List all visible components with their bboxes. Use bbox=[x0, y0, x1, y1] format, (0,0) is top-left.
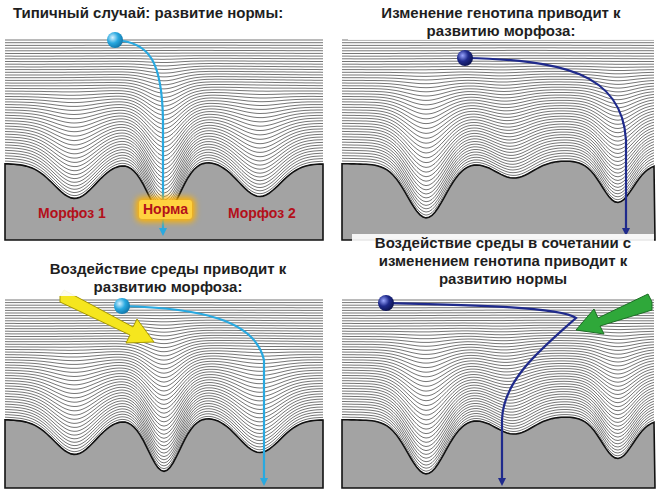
ball-path bbox=[386, 303, 576, 482]
contour-line bbox=[342, 356, 654, 372]
panel-title: Воздействие среды в сочетании с изменени… bbox=[352, 234, 654, 288]
contour-line bbox=[5, 312, 323, 313]
contour-line bbox=[342, 93, 654, 105]
contour-line bbox=[5, 305, 323, 306]
ball-path bbox=[465, 58, 626, 232]
ball bbox=[457, 50, 473, 66]
contour-line bbox=[342, 325, 654, 326]
landscape-surfaces bbox=[5, 40, 655, 488]
contour-line bbox=[5, 55, 323, 57]
contour-line bbox=[5, 385, 323, 426]
contour-line bbox=[5, 335, 323, 343]
contour-line bbox=[342, 82, 654, 88]
contour-line bbox=[342, 346, 654, 355]
contour-line bbox=[342, 45, 654, 46]
contour-line bbox=[342, 127, 654, 168]
panel-title: Типичный случай: развитие нормы: bbox=[10, 4, 321, 22]
contour-line bbox=[342, 330, 654, 332]
contour-line bbox=[5, 61, 323, 63]
contour-line bbox=[342, 63, 654, 65]
contour-line bbox=[5, 315, 323, 317]
state-label: Морфоз 1 bbox=[38, 205, 106, 222]
contour-line bbox=[5, 372, 323, 405]
contour-line bbox=[5, 71, 323, 77]
contour-line bbox=[5, 64, 323, 66]
front-face bbox=[342, 417, 655, 488]
contour-line bbox=[342, 108, 654, 133]
contour-line bbox=[5, 318, 323, 319]
contour-line bbox=[342, 50, 654, 51]
ball bbox=[114, 298, 130, 314]
contour-line bbox=[5, 375, 323, 409]
contour-line bbox=[342, 71, 654, 73]
contour-line bbox=[5, 388, 323, 430]
state-label: Морфоз 2 bbox=[228, 205, 296, 222]
contour-line bbox=[5, 45, 323, 46]
ball bbox=[107, 32, 123, 48]
contour-line bbox=[342, 77, 654, 81]
contour-line bbox=[342, 66, 654, 67]
contour-line bbox=[5, 359, 323, 382]
contour-line bbox=[342, 74, 654, 77]
contour-line bbox=[5, 383, 323, 422]
contour-line bbox=[342, 42, 654, 43]
contour-line bbox=[342, 53, 654, 55]
contour-line bbox=[5, 42, 323, 43]
landscape bbox=[342, 300, 655, 488]
contour-line bbox=[342, 384, 654, 425]
state-label: Норма bbox=[139, 200, 192, 219]
contour-line bbox=[342, 122, 654, 158]
contour-line bbox=[5, 50, 323, 51]
contour-line bbox=[342, 47, 654, 48]
contour-line bbox=[5, 58, 323, 59]
contour-line bbox=[5, 300, 323, 301]
front-face bbox=[5, 419, 323, 488]
landscape bbox=[5, 40, 323, 240]
contour-line bbox=[5, 330, 323, 336]
contour-line bbox=[5, 320, 323, 322]
panel-title: Воздействие среды приводит к развитию мо… bbox=[15, 260, 321, 296]
environment-arrow bbox=[576, 294, 652, 334]
front-face bbox=[342, 161, 655, 240]
contour-line bbox=[342, 85, 654, 92]
environment-arrow bbox=[60, 290, 154, 343]
contour-line bbox=[342, 343, 654, 350]
contour-line bbox=[342, 98, 654, 114]
contour-line bbox=[342, 336, 654, 340]
landscape bbox=[5, 300, 323, 488]
contour-line bbox=[342, 60, 654, 62]
contour-line bbox=[342, 328, 654, 330]
contour-line bbox=[5, 302, 323, 303]
contour-line bbox=[5, 338, 323, 348]
contour-line bbox=[342, 69, 654, 71]
ball bbox=[378, 295, 394, 311]
contour-line bbox=[342, 55, 654, 57]
contour-line bbox=[5, 79, 323, 89]
landscape bbox=[342, 40, 655, 240]
contour-line bbox=[342, 341, 654, 347]
contour-line bbox=[5, 310, 323, 311]
contour-line bbox=[5, 53, 323, 54]
contour-line bbox=[5, 40, 323, 41]
contour-line bbox=[342, 366, 654, 391]
contour-line bbox=[5, 323, 323, 325]
contour-line bbox=[5, 47, 323, 48]
contour-line bbox=[5, 353, 323, 373]
panel-title: Изменение генотипа приводит к развитию м… bbox=[348, 4, 654, 40]
contour-line bbox=[342, 351, 654, 363]
contour-line bbox=[5, 356, 323, 378]
contour-line bbox=[5, 361, 323, 386]
contour-line bbox=[342, 333, 654, 336]
